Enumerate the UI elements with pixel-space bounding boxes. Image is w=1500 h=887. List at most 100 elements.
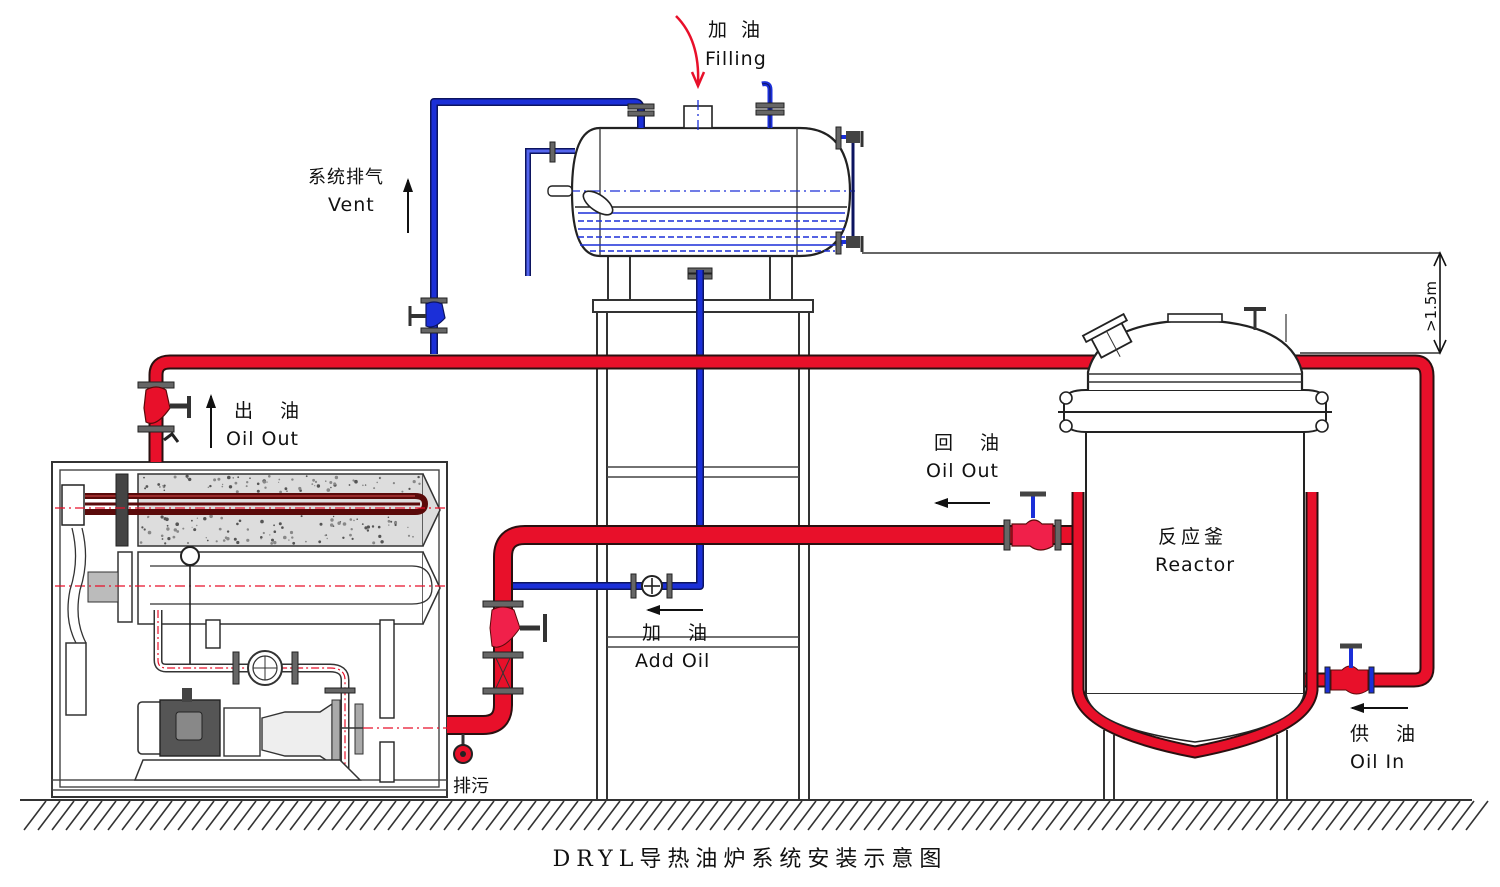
supply-label-cn: 供 油 <box>1350 723 1419 745</box>
ground-hatch-line <box>1423 800 1447 831</box>
ground-hatch-line <box>107 800 131 831</box>
insulation-speck <box>333 482 337 486</box>
heater-outlet-annotation: 出 油 Oil Out <box>206 394 299 450</box>
reactor-label-en: Reactor <box>1155 554 1235 576</box>
ground-hatch-line <box>653 800 677 831</box>
insulation-speck <box>162 485 164 487</box>
insulation-speck <box>352 479 355 482</box>
ground-hatch-line <box>1115 800 1139 831</box>
insulation-speck <box>350 528 353 531</box>
ground-hatch-line <box>317 800 341 831</box>
insulation-speck <box>266 481 268 483</box>
ground-hatch-line <box>779 800 803 831</box>
insulation-speck <box>161 538 164 540</box>
insulation-speck <box>166 524 169 527</box>
ground-hatch-line <box>1283 800 1307 831</box>
ground-hatch-line <box>1073 800 1097 831</box>
ground-hatch-line <box>835 800 859 831</box>
insulation-speck <box>387 519 391 523</box>
insulation-speck <box>193 528 197 532</box>
ground-hatch-line <box>261 800 285 831</box>
insulation-speck <box>145 485 149 488</box>
insulation-speck <box>288 539 290 541</box>
insulation-speck <box>227 475 231 480</box>
insulation-speck <box>305 475 308 478</box>
insulation-speck <box>342 522 347 526</box>
heater-outlet-label-en: Oil Out <box>226 428 299 450</box>
heater-outlet-valve <box>137 381 191 443</box>
insulation-speck <box>332 515 335 518</box>
ground-hatch-line <box>121 800 145 831</box>
ground-hatch-line <box>919 800 943 831</box>
insulation-speck <box>408 487 411 490</box>
vent-valve <box>408 297 448 334</box>
filling-annotation: 加 油 Filling <box>675 15 766 90</box>
insulation-speck <box>378 534 382 539</box>
insulation-speck <box>349 533 352 537</box>
insulation-speck <box>283 535 287 540</box>
insulation-speck <box>291 536 294 539</box>
insulation-speck <box>220 516 223 520</box>
ground-hatch-line <box>1213 800 1237 831</box>
insulation-speck <box>361 523 364 525</box>
ground-hatch-line <box>541 800 565 831</box>
insulation-speck <box>334 475 339 480</box>
ground-hatch-line <box>611 800 635 831</box>
insulation-speck <box>380 540 384 544</box>
insulation-speck <box>236 522 239 526</box>
insulation-speck <box>324 534 327 537</box>
ground-hatch-line <box>583 800 607 831</box>
insulation-speck <box>218 527 222 531</box>
insulation-speck <box>353 519 355 522</box>
ground-hatch-line <box>387 800 411 831</box>
insulation-speck <box>412 480 416 484</box>
insulation-speck <box>300 515 303 518</box>
insulation-speck <box>349 518 353 521</box>
insulation-speck <box>392 482 395 485</box>
insulation-speck <box>407 534 411 537</box>
ground-hatch-line <box>359 800 383 831</box>
insulation-speck <box>256 489 260 493</box>
insulation-speck <box>207 486 210 489</box>
ground-hatch-line <box>457 800 481 831</box>
return-annotation: 回 油 Oil Out <box>926 432 999 508</box>
insulation-speck <box>364 526 368 530</box>
ground-hatch-line <box>1017 800 1041 831</box>
ground-hatch-line <box>1059 800 1083 831</box>
insulation-speck <box>269 534 271 536</box>
insulation-speck <box>164 542 167 545</box>
ground-hatch-line <box>23 800 47 831</box>
ground-hatch-line <box>1465 800 1489 831</box>
insulation-speck <box>418 482 421 485</box>
insulation-speck <box>249 477 251 480</box>
ground-hatch-line <box>331 800 355 831</box>
insulation-speck <box>278 481 280 483</box>
ground-hatch-line <box>1451 800 1475 831</box>
insulation-speck <box>278 478 281 481</box>
insulation-speck <box>284 487 288 491</box>
insulation-speck <box>354 479 358 484</box>
insulation-speck <box>139 541 143 544</box>
ground-hatch-line <box>569 800 593 831</box>
ground-hatch-line <box>905 800 929 831</box>
insulation-speck <box>215 540 218 543</box>
insulation-speck <box>291 478 294 481</box>
insulation-speck <box>326 537 328 540</box>
ground-hatch-line <box>135 800 159 831</box>
vent-pipe <box>408 98 655 354</box>
insulation-speck <box>160 515 164 519</box>
ground-hatch-line <box>597 800 621 831</box>
vent-annotation: 系统排气 Vent <box>308 167 413 233</box>
insulation-speck <box>246 481 249 484</box>
insulation-speck <box>213 478 217 482</box>
ground-hatch-line <box>1003 800 1027 831</box>
ground-hatch-line <box>1227 800 1251 831</box>
ground-hatch-line <box>877 800 901 831</box>
insulation-speck <box>394 523 397 527</box>
insulation-speck <box>326 488 331 492</box>
ground-hatch-line <box>65 800 89 831</box>
drain-valve <box>453 734 473 764</box>
add-oil-annotation: 加 油 Add Oil <box>635 605 709 672</box>
insulation-speck <box>226 530 230 533</box>
insulation-speck <box>318 540 322 544</box>
